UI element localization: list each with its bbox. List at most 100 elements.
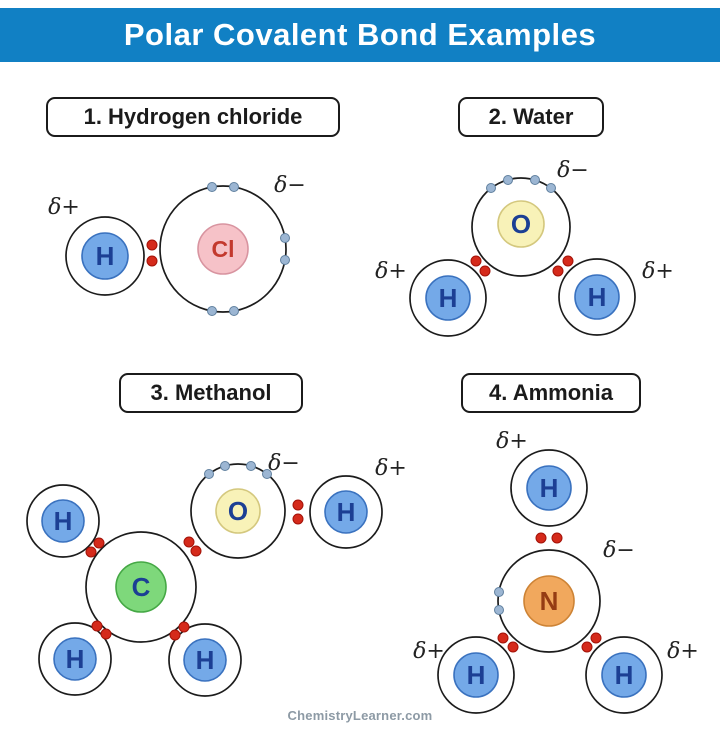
ammonia-bonding-pairs xyxy=(497,532,602,653)
bonding-electron xyxy=(146,255,158,267)
bonding-electron xyxy=(590,632,602,644)
oxygen-lone-pairs xyxy=(486,175,556,193)
hcl-bonding-pair xyxy=(146,239,158,267)
bonding-electron xyxy=(183,536,195,548)
lone-pair-electron xyxy=(530,175,540,185)
lone-pair-electron xyxy=(486,183,496,193)
bonding-electron xyxy=(178,621,190,633)
bonding-electron xyxy=(85,546,97,558)
panel-label-ammonia: 4. Ammonia xyxy=(461,373,641,413)
hydrogen-atom xyxy=(183,638,227,682)
hydrogen-atom-symbol: H xyxy=(540,473,559,503)
panel-label-methanol: 3. Methanol xyxy=(119,373,303,413)
delta-plus-label: δ+ xyxy=(642,259,674,284)
oxygen-atom-symbol: O xyxy=(228,496,248,526)
bonding-electron xyxy=(562,255,574,267)
delta-plus-label: δ+ xyxy=(667,639,699,664)
hydrogen-atom xyxy=(453,652,499,698)
lone-pair-electron xyxy=(262,469,272,479)
bonding-electron xyxy=(100,628,112,640)
hydrogen-atom xyxy=(526,465,572,511)
delta-minus-label: δ− xyxy=(274,173,306,198)
bonding-electron xyxy=(497,632,509,644)
methanol-bonding-pairs xyxy=(85,499,304,641)
panel-label-text: 1. Hydrogen chloride xyxy=(83,104,303,129)
carbon-atom xyxy=(115,561,167,613)
hydrogen-atom-symbol: H xyxy=(615,660,634,690)
panel-label-text: 3. Methanol xyxy=(150,380,272,405)
carbon-atom-symbol: C xyxy=(132,572,151,602)
lone-pair-electron xyxy=(494,605,504,615)
delta-minus-label: δ− xyxy=(603,538,635,563)
hydrogen-atom-symbol: H xyxy=(96,241,115,271)
hydrogen-atom-symbol: H xyxy=(337,497,356,527)
nitrogen-atom-symbol: N xyxy=(540,586,559,616)
hydrogen-atom-symbol: H xyxy=(588,282,607,312)
delta-plus-label: δ+ xyxy=(375,259,407,284)
lone-pair-electron xyxy=(280,233,290,243)
hydrogen-atom xyxy=(601,652,647,698)
delta-plus-label: δ+ xyxy=(496,429,528,454)
hydrogen-atom-symbol: H xyxy=(54,506,73,536)
lone-pair-electron xyxy=(220,461,230,471)
chlorine-atom-symbol: Cl xyxy=(212,236,235,262)
lone-pair-electron xyxy=(503,175,513,185)
chlorine-lone-pairs xyxy=(207,182,290,316)
methanol-diagram: C O H H H H xyxy=(26,451,407,697)
delta-plus-label: δ+ xyxy=(375,456,407,481)
bonding-electron xyxy=(535,532,547,544)
lone-pair-electron xyxy=(207,182,217,192)
hydrogen-atom xyxy=(81,232,129,280)
bonding-electron xyxy=(292,499,304,511)
lone-pair-electron xyxy=(246,461,256,471)
lone-pair-electron xyxy=(494,587,504,597)
bonding-electron xyxy=(552,265,564,277)
bonding-electron xyxy=(91,620,103,632)
oxygen-atom xyxy=(497,200,545,248)
bonding-electron xyxy=(479,265,491,277)
delta-minus-label: δ− xyxy=(557,158,589,183)
delta-plus-label: δ+ xyxy=(413,639,445,664)
hydrogen-atom-symbol: H xyxy=(66,644,85,674)
hydrogen-atom-symbol: H xyxy=(439,283,458,313)
lone-pair-electron xyxy=(280,255,290,265)
hydrogen-atom xyxy=(425,275,471,321)
delta-minus-label: δ− xyxy=(268,451,300,476)
nitrogen-lone-pair xyxy=(494,587,504,615)
title-banner: Polar Covalent Bond Examples xyxy=(0,8,720,62)
water-diagram: O H H δ− δ+ δ+ xyxy=(375,158,674,337)
bonding-electron xyxy=(470,255,482,267)
bonding-electron xyxy=(190,545,202,557)
hydrogen-atom xyxy=(574,274,620,320)
delta-plus-label: δ+ xyxy=(48,195,80,220)
hcl-diagram: H Cl δ+ δ− xyxy=(48,173,306,316)
bonding-electron xyxy=(292,513,304,525)
bonding-electron xyxy=(93,537,105,549)
panel-label-text: 4. Ammonia xyxy=(489,380,613,405)
lone-pair-electron xyxy=(546,183,556,193)
hydrogen-atom xyxy=(324,490,368,534)
hydrogen-atom xyxy=(41,499,85,543)
lone-pair-electron xyxy=(204,469,214,479)
hydrogen-atom xyxy=(53,637,97,681)
panel-label-water: 2. Water xyxy=(458,97,604,137)
hydrogen-atom-symbol: H xyxy=(196,645,215,675)
panel-label-hydrogen-chloride: 1. Hydrogen chloride xyxy=(46,97,340,137)
hydrogen-atom-symbol: H xyxy=(467,660,486,690)
nitrogen-atom xyxy=(523,575,575,627)
bonding-electron xyxy=(169,629,181,641)
page-title: Polar Covalent Bond Examples xyxy=(123,17,597,52)
watermark: ChemistryLearner.com xyxy=(287,708,433,723)
bonding-electron xyxy=(507,641,519,653)
lone-pair-electron xyxy=(207,306,217,316)
oxygen-atom xyxy=(215,488,261,534)
ammonia-diagram: N H H H δ+ δ− δ+ δ+ xyxy=(413,429,699,714)
panel-label-text: 2. Water xyxy=(488,104,574,129)
chlorine-atom xyxy=(197,223,249,275)
lone-pair-electron xyxy=(229,182,239,192)
bonding-electron xyxy=(551,532,563,544)
oxygen-atom-symbol: O xyxy=(511,209,531,239)
bonding-electron xyxy=(581,641,593,653)
